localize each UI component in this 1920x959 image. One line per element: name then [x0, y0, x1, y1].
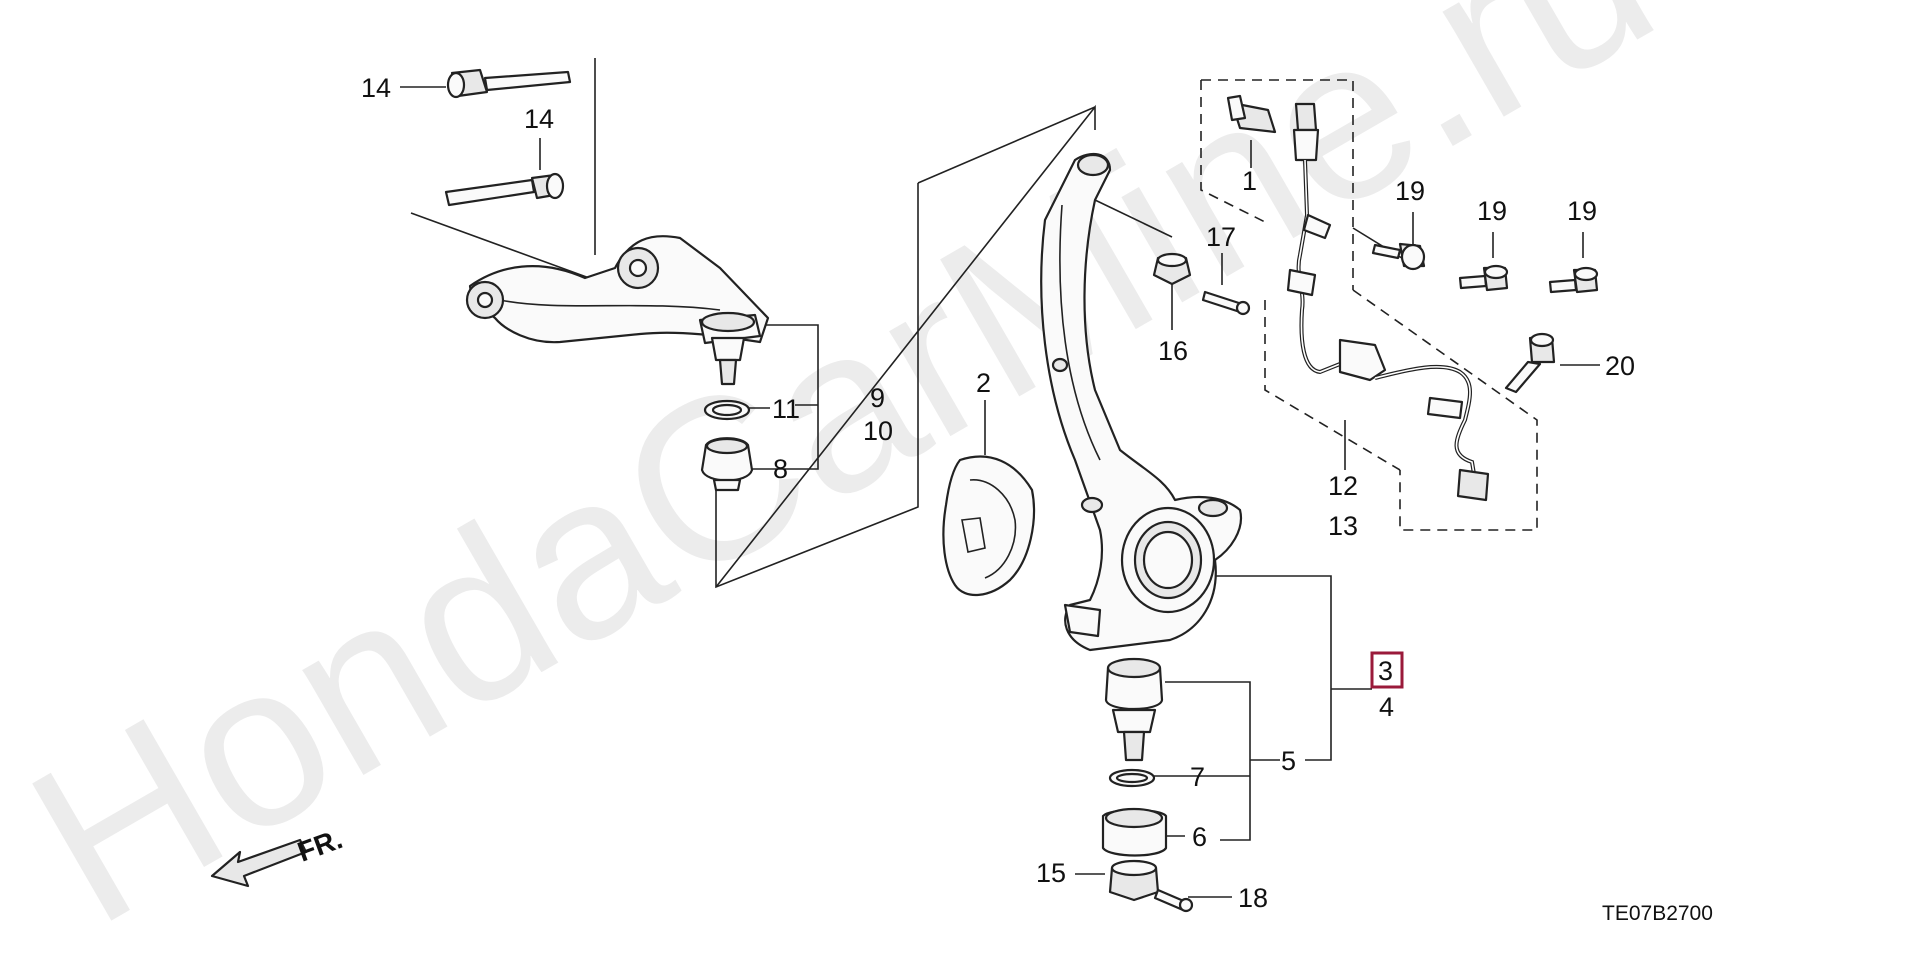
sensor-frame [1200, 79, 1538, 531]
lower-ball-joint [1104, 657, 1164, 762]
callout-19-b: 19 [1477, 196, 1507, 226]
bolt-19a [1371, 242, 1426, 271]
callout-14-top: 14 [361, 73, 391, 103]
snap-ring-7 [1108, 768, 1156, 788]
callout-5: 5 [1281, 746, 1296, 776]
callouts: 14 14 11 9 10 8 2 1 17 16 19 19 19 20 12… [361, 73, 1713, 925]
boot-8 [700, 437, 754, 492]
callout-18: 18 [1238, 883, 1268, 913]
callout-1: 1 [1242, 166, 1257, 196]
callout-14-middle: 14 [524, 104, 554, 134]
upper-ball-joint-stud [710, 336, 746, 386]
snap-ring-11 [703, 399, 751, 421]
callout-19-a: 19 [1395, 176, 1425, 206]
callout-6: 6 [1192, 822, 1207, 852]
callout-16: 16 [1158, 336, 1188, 366]
bolt-20 [1504, 332, 1556, 394]
callout-4: 4 [1379, 692, 1394, 722]
splash-shield [942, 455, 1036, 597]
callout-15: 15 [1036, 858, 1066, 888]
callout-17: 17 [1206, 222, 1236, 252]
upper-control-arm [465, 235, 770, 345]
callout-20: 20 [1605, 351, 1635, 381]
callout-8: 8 [773, 454, 788, 484]
diagram-code: TE07B2700 [1602, 902, 1713, 925]
cotter-pin-17 [1201, 290, 1251, 316]
callout-19-c: 19 [1567, 196, 1597, 226]
callout-12: 12 [1328, 471, 1358, 501]
bolt-19c [1548, 266, 1599, 294]
flange-bolt-middle [444, 172, 565, 207]
wheel-speed-sensor-harness [1286, 102, 1490, 502]
callout-11: 11 [772, 394, 800, 424]
callout-2: 2 [976, 368, 991, 398]
highlight-box-3 [1370, 651, 1404, 689]
callout-10: 10 [863, 416, 893, 446]
nut-16 [1152, 252, 1192, 286]
callout-7: 7 [1190, 762, 1205, 792]
castle-nut-15 [1108, 859, 1160, 902]
callout-9: 9 [870, 383, 885, 413]
watermark-text: HondaCarMine.ru [0, 0, 1692, 959]
flange-bolt-top [446, 68, 572, 99]
steering-knuckle [1040, 152, 1243, 652]
callout-3: 3 [1378, 656, 1393, 686]
cotter-pin-18 [1153, 888, 1194, 913]
callout-13: 13 [1328, 511, 1358, 541]
bolt-19b [1458, 264, 1509, 292]
boot-6 [1101, 807, 1168, 857]
sensor-connector [1226, 94, 1277, 134]
leader-lines [400, 58, 1600, 898]
